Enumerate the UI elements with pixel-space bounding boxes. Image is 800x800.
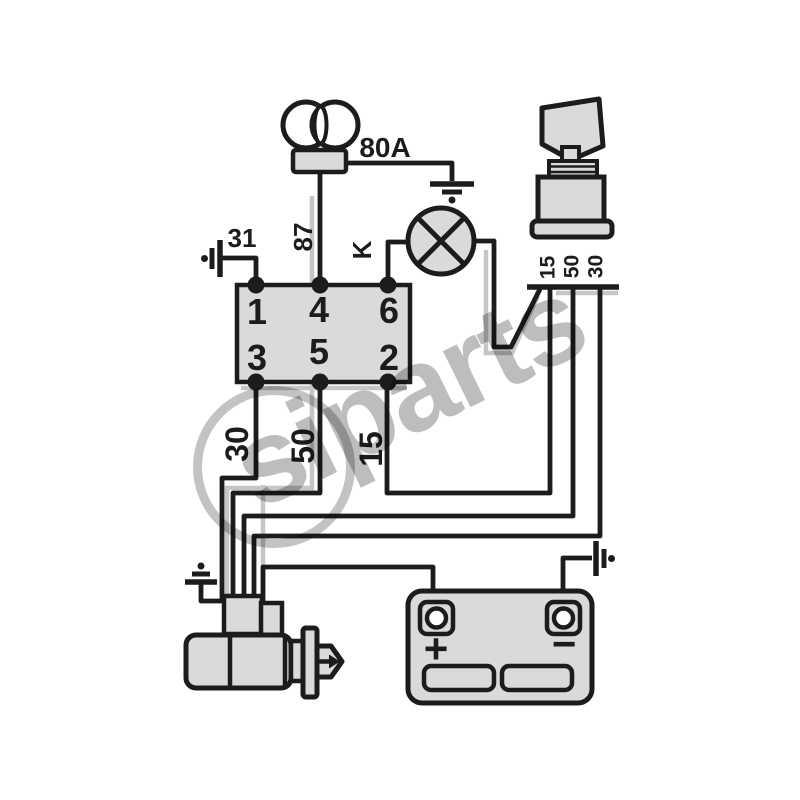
fuse-rating-label: 80A (359, 132, 411, 163)
relay-terminal-2-label: 2 (378, 337, 400, 378)
relay-terminal-1-label: 1 (246, 291, 268, 332)
starter-motor-icon (183, 593, 345, 700)
wire-switch-50-to-starter (241, 288, 576, 599)
switch-terminal-15-label: 15 (536, 255, 560, 280)
battery-cell-right (499, 663, 575, 693)
ground-icon-starter (185, 562, 217, 585)
relay-terminal-dot-5 (311, 373, 329, 391)
fuse-icon (280, 99, 361, 175)
relay-box (234, 276, 413, 391)
relay-terminal-dot-2 (379, 373, 397, 391)
relay-terminal-6-label: 6 (378, 290, 400, 331)
battery-cell-left (421, 663, 497, 693)
battery-positive-label: + (423, 625, 449, 672)
lock-base (529, 218, 615, 240)
battery-icon (405, 588, 595, 706)
ground-icon-terminal-31 (201, 240, 223, 277)
wire-relay-6-to-lamp (385, 239, 409, 286)
fuse-body (290, 147, 349, 175)
ground-icon-battery (593, 541, 615, 576)
relay-terminal-3-label: 3 (246, 337, 268, 378)
wire-switch-30-to-starter (251, 288, 603, 599)
battery-negative-label: − (551, 620, 577, 667)
wire-battery-negative-to-ground (560, 555, 592, 603)
wire-label-87: 87 (288, 222, 318, 252)
lock-body (535, 174, 607, 226)
wires (198, 160, 603, 605)
ignition-switch-icon (529, 96, 615, 240)
wire-label-15: 15 (353, 431, 389, 467)
relay-terminal-dot-4 (311, 276, 329, 294)
wire-switch-15-to-relay-2 (384, 288, 553, 496)
switch-terminal-30-label: 30 (584, 254, 608, 279)
starter-solenoid-block (221, 593, 265, 637)
relay-terminal-dot-1 (247, 276, 265, 294)
wire-label-30: 30 (219, 426, 255, 462)
wire-label-50: 50 (285, 428, 321, 464)
relay-terminal-4-label: 4 (308, 289, 330, 330)
key-head (539, 96, 606, 163)
terminal-31-label: 31 (227, 223, 257, 253)
ground-icon-fuse (430, 181, 474, 204)
wire-relay-3-to-starter (219, 381, 259, 599)
relay-terminal-dot-6 (379, 276, 397, 294)
switch-terminal-50-label: 50 (560, 254, 584, 279)
terminal-k-label: K (347, 240, 377, 260)
wire-fuse-to-ground (344, 160, 455, 181)
wire-lamp-to-switch-15 (473, 238, 543, 350)
ground-symbols (185, 181, 615, 585)
wire-battery-positive-to-starter (260, 564, 436, 605)
lamp-icon (405, 205, 477, 277)
ghost-lamp-wire (483, 250, 541, 356)
starter-solenoid-step (258, 600, 285, 640)
wire-starter-ground (198, 581, 226, 604)
relay-terminal-5-label: 5 (308, 331, 330, 372)
pinion-arrow-icon (329, 654, 340, 669)
starter-body (183, 632, 294, 691)
